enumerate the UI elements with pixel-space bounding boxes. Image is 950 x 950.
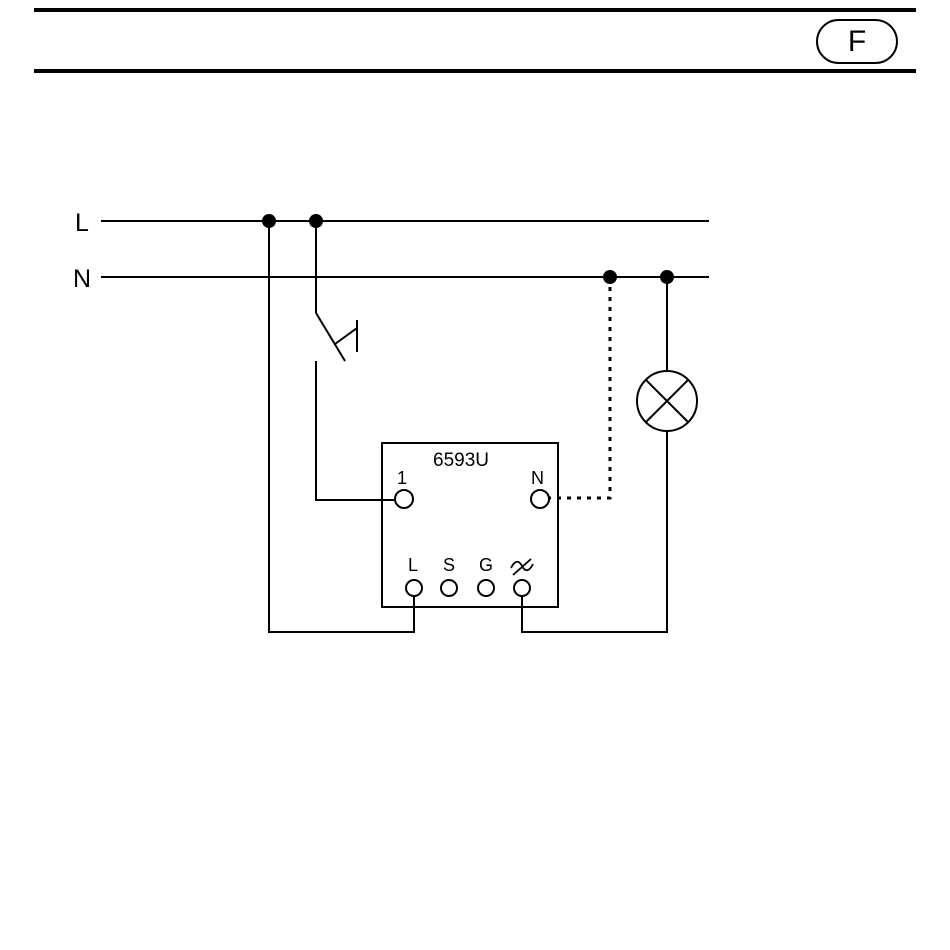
terminal-1-label: 1 [397,468,407,488]
device-model-label: 6593U [433,450,489,471]
junction-dot [603,270,617,284]
live-to-terminal-l-wire [269,221,414,632]
terminal-dimmed-output-screw [514,580,530,596]
terminal-n-screw [531,490,549,508]
terminal-l-label: L [408,555,418,575]
terminal-g-label: G [479,555,493,575]
terminal-1-screw [395,490,413,508]
live-line-label: L [75,209,89,237]
terminal-l-screw [406,580,422,596]
terminal-s-screw [441,580,457,596]
neutral-line-label: N [73,265,91,293]
switch-actuator-arm [335,328,357,344]
junction-dot [660,270,674,284]
lamp-to-dimmer-output-wire [522,431,667,632]
terminal-n-label: N [531,468,544,488]
junction-dot [309,214,323,228]
junction-dot [262,214,276,228]
switch-contact [316,313,345,361]
dimmer-output-symbol [511,559,533,575]
terminal-g-screw [478,580,494,596]
terminal-s-label: S [443,555,455,575]
